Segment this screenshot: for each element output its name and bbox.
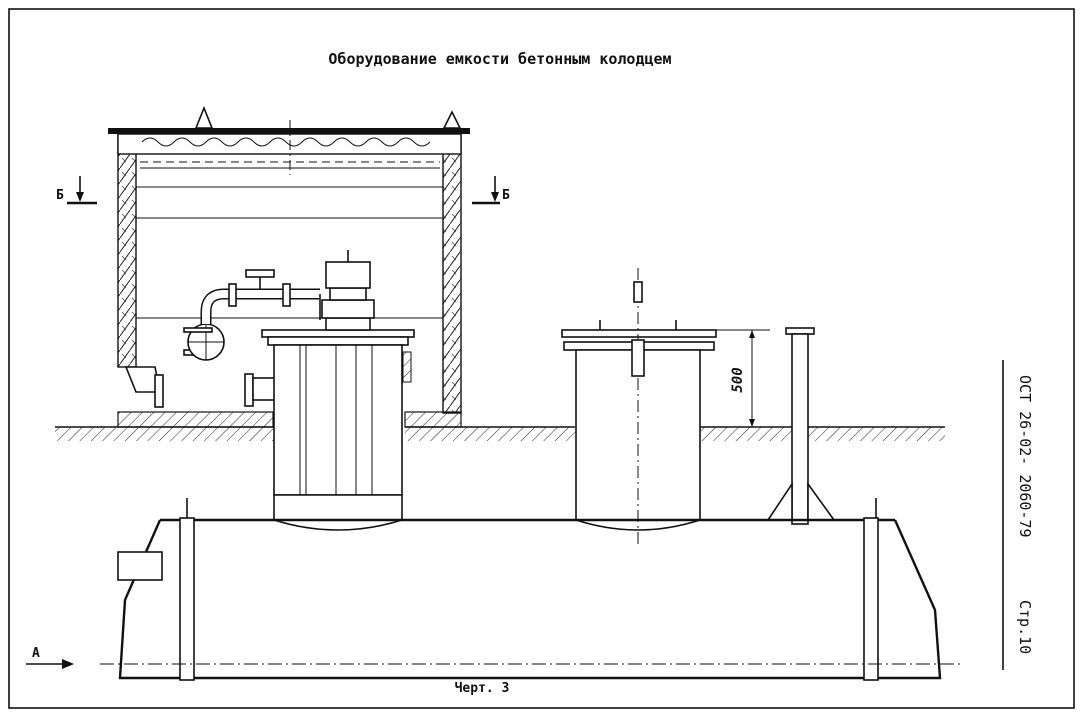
sheet-frame [8,8,1075,709]
drawing-title: Оборудование емкости бетонным колодцем [328,50,671,68]
svg-text:500: 500 [730,367,746,392]
stamp-page: Стр.10 [1016,600,1034,654]
right-riser [561,268,717,545]
dimension-500: 500 [716,329,770,427]
stamp-block: ОСТ 26-02- 2060-79 Стр.10 [1002,360,1034,670]
well-cover [108,105,470,175]
section-mark-left: Б [56,176,97,205]
concrete-well [117,134,462,428]
pipeline-with-valve [154,269,321,408]
svg-text:Б: Б [502,188,510,203]
svg-text:А: А [32,646,40,661]
view-mark: А [26,646,74,669]
drawing-caption: Черт. 3 [455,681,510,696]
stamp-standard: ОСТ 26-02- 2060-79 [1016,375,1034,538]
vent-pipe [766,327,836,525]
section-mark-right: Б [472,176,510,205]
horizontal-tank [100,498,960,681]
left-riser [261,250,415,531]
ground-line [55,426,945,441]
svg-text:Б: Б [56,188,64,203]
